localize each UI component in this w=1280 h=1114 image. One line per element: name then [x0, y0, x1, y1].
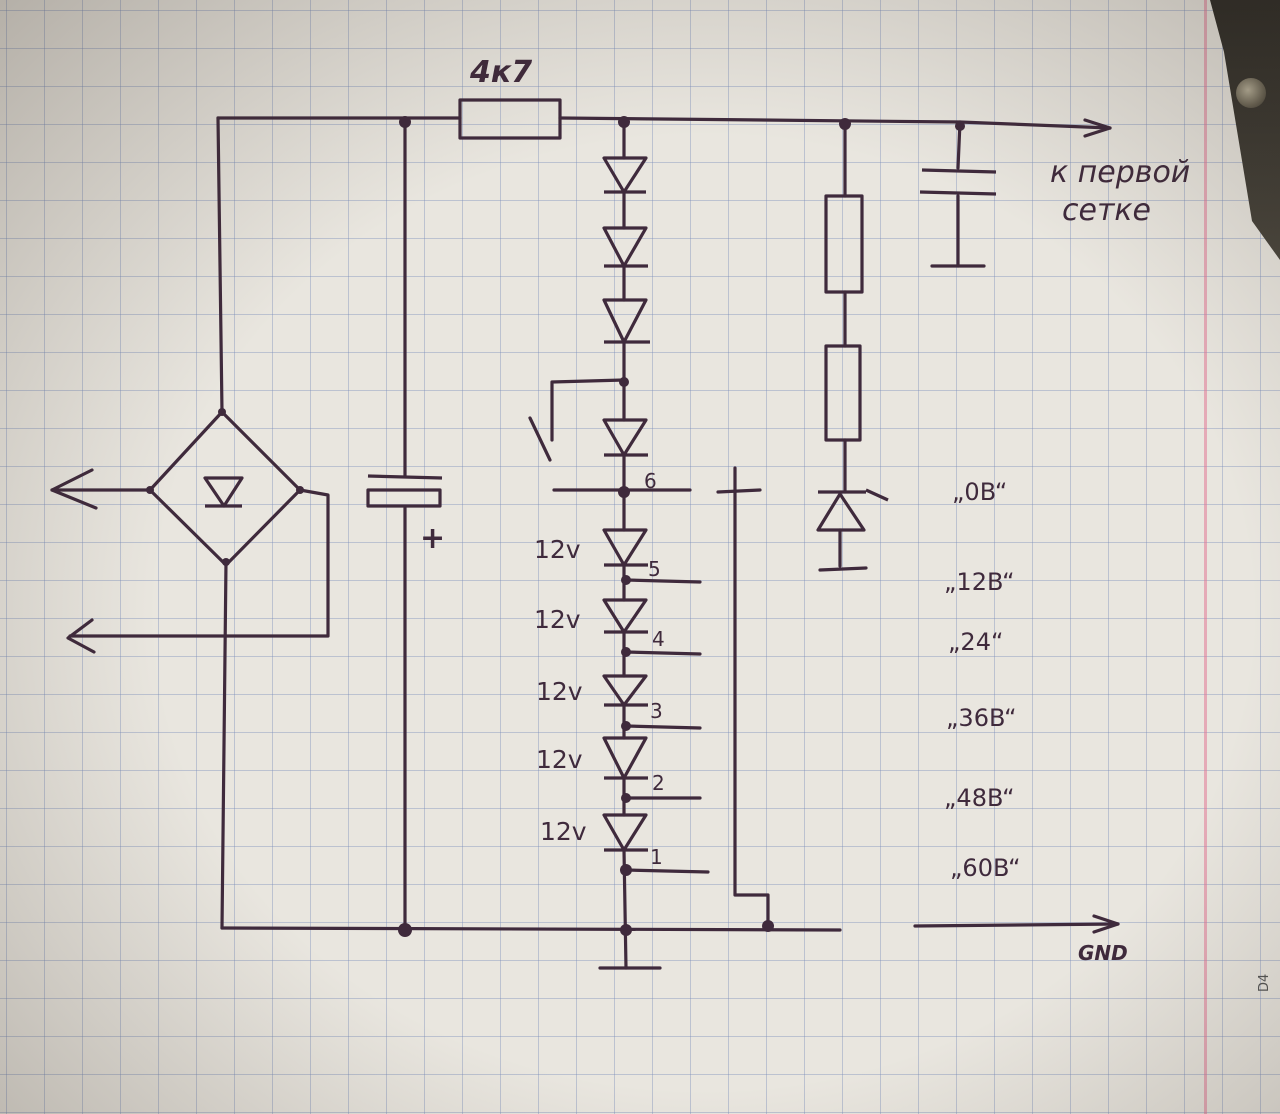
diode-voltage-label: 12v	[540, 817, 587, 846]
diode-bridge	[148, 410, 302, 567]
resistor-4k7	[458, 98, 562, 140]
diode-string	[602, 156, 650, 852]
reference-diode	[816, 488, 889, 532]
tap-number: 1	[650, 845, 663, 869]
voltage-label: „0B“	[952, 478, 1007, 506]
diode-voltage-label: 12v	[534, 535, 581, 564]
tap-number: 5	[648, 557, 661, 581]
voltage-label: „48B“	[944, 784, 1015, 812]
output-capacitor	[919, 168, 997, 196]
diode-voltage-label: 12v	[534, 605, 581, 634]
cap-plus-label: +	[420, 521, 445, 556]
voltage-label: „36B“	[946, 704, 1017, 732]
tap-number: 4	[652, 627, 665, 651]
electrolytic-capacitor	[366, 474, 443, 508]
voltage-label: „24“	[948, 628, 1003, 656]
divider-resistors	[824, 194, 864, 442]
tap-number: 2	[652, 771, 665, 795]
tap-number: 3	[650, 699, 663, 723]
voltage-label: „12B“	[944, 568, 1015, 596]
ground-label: GND	[1078, 941, 1128, 965]
output-label-line1: к первой	[1050, 155, 1190, 190]
paper-margin-line	[1204, 0, 1207, 1114]
output-label-line2: сетке	[1062, 193, 1151, 228]
resistor-value-label: 4к7	[469, 55, 532, 90]
diode-voltage-label: 12v	[536, 677, 583, 706]
diode-voltage-label: 12v	[536, 745, 583, 774]
switch-node-label: 6	[644, 469, 657, 493]
junction-dots	[146, 116, 965, 937]
screw-head	[1236, 78, 1266, 108]
edge-print-label: D4	[1257, 974, 1272, 992]
voltage-label: „60B“	[950, 854, 1021, 882]
